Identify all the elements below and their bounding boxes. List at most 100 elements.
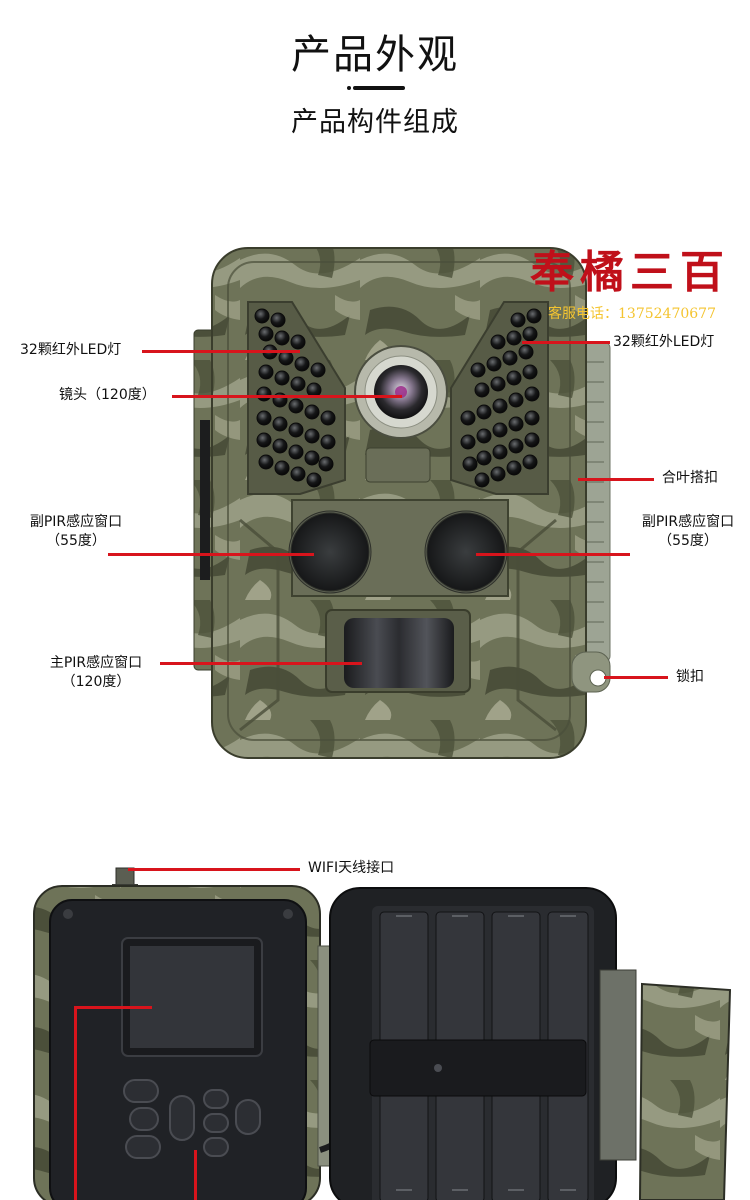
ir-led — [470, 362, 486, 378]
page-subtitle: 产品构件组成 — [291, 107, 459, 138]
ir-led — [522, 326, 538, 342]
label-main-pir: 主PIR感应窗口 （120度） — [38, 654, 154, 692]
ir-led — [524, 432, 540, 448]
led-array-right — [460, 308, 542, 488]
label-lens: 镜头（120度） — [59, 387, 156, 403]
ir-led — [304, 428, 320, 444]
ir-led — [476, 450, 492, 466]
ir-led — [256, 386, 272, 402]
ir-led — [486, 356, 502, 372]
ir-led — [492, 444, 508, 460]
ir-led — [492, 422, 508, 438]
ir-led — [270, 312, 286, 328]
battery-retainer — [369, 1039, 587, 1097]
ir-led — [522, 364, 538, 380]
ir-led — [460, 410, 476, 426]
ir-led — [510, 312, 526, 328]
title-underline — [347, 86, 405, 90]
camera-lens — [354, 345, 448, 439]
label-sub-pir-left-line1: 副PIR感应窗口 — [29, 514, 123, 530]
ir-led — [474, 382, 490, 398]
label-sub-pir-left: 副PIR感应窗口 （55度） — [14, 513, 138, 551]
ir-led — [502, 350, 518, 366]
leader-screen-vertical — [74, 1006, 77, 1200]
label-sub-pir-right-line1: 副PIR感应窗口 — [641, 514, 735, 530]
leader-screen — [74, 1006, 152, 1009]
leader-lock — [604, 676, 668, 679]
leader-led-right — [522, 341, 610, 344]
ir-led — [258, 454, 274, 470]
label-lock: 锁扣 — [676, 669, 704, 685]
ir-led — [490, 376, 506, 392]
ir-led — [476, 428, 492, 444]
ir-led — [474, 472, 490, 488]
leader-lens — [172, 395, 402, 398]
ir-led — [508, 392, 524, 408]
ir-led — [304, 404, 320, 420]
ir-led — [288, 422, 304, 438]
leader-main-pir — [160, 662, 362, 665]
ir-led — [306, 472, 322, 488]
leader-sub-pir-left — [108, 553, 314, 556]
ir-led — [294, 356, 310, 372]
label-sub-pir-right-line2: （55度） — [658, 533, 718, 549]
ir-led — [258, 326, 274, 342]
label-led-left: 32颗红外LED灯 — [20, 342, 122, 358]
main-pir-window — [325, 609, 471, 693]
ir-led — [318, 456, 334, 472]
control-buttons — [123, 1079, 261, 1159]
ir-led — [492, 398, 508, 414]
leader-led-left — [142, 350, 300, 353]
ir-led — [490, 334, 506, 350]
camera-open-view — [33, 867, 732, 1200]
ir-led — [290, 466, 306, 482]
ir-led — [508, 416, 524, 432]
leader-hinge — [578, 478, 654, 481]
ir-led — [506, 460, 522, 476]
title-underline-dot — [347, 86, 351, 90]
label-sub-pir-right: 副PIR感应窗口 （55度） — [630, 513, 746, 551]
ir-led — [524, 386, 540, 402]
watermark-brand: 奉橘三百 — [530, 247, 730, 298]
sub-pir-window-left — [288, 510, 372, 594]
ir-led — [310, 362, 326, 378]
ir-led — [462, 456, 478, 472]
label-led-right: 32颗红外LED灯 — [613, 334, 715, 350]
label-sub-pir-left-line2: （55度） — [46, 533, 106, 549]
ir-led — [526, 308, 542, 324]
ir-led — [522, 454, 538, 470]
ir-led — [258, 364, 274, 380]
ir-led — [290, 334, 306, 350]
ir-led — [274, 460, 290, 476]
ir-led — [518, 344, 534, 360]
leader-wifi — [128, 868, 300, 871]
watermark-phone: 客服电话：13752470677 — [548, 306, 716, 322]
page-title: 产品外观 — [291, 32, 459, 78]
label-main-pir-line2: （120度） — [61, 674, 131, 690]
ir-led — [460, 434, 476, 450]
label-wifi: WIFI天线接口 — [308, 860, 395, 876]
ir-led — [490, 466, 506, 482]
ir-led — [320, 410, 336, 426]
sub-pir-window-right — [424, 510, 508, 594]
ir-led — [506, 330, 522, 346]
ir-led — [320, 434, 336, 450]
ir-led — [274, 370, 290, 386]
label-main-pir-line1: 主PIR感应窗口 — [49, 655, 143, 671]
ir-led — [256, 410, 272, 426]
label-hinge: 合叶搭扣 — [662, 470, 718, 486]
ir-led — [476, 404, 492, 420]
ir-led — [272, 438, 288, 454]
ir-led — [288, 444, 304, 460]
ir-led — [288, 398, 304, 414]
ir-led — [506, 370, 522, 386]
ir-led — [508, 438, 524, 454]
ir-led — [278, 350, 294, 366]
leader-sub-pir-right — [476, 553, 630, 556]
ir-led — [524, 410, 540, 426]
ir-led — [272, 416, 288, 432]
lock-latch — [571, 651, 611, 693]
ir-led — [256, 432, 272, 448]
leader-buttons-vertical — [194, 1150, 197, 1200]
